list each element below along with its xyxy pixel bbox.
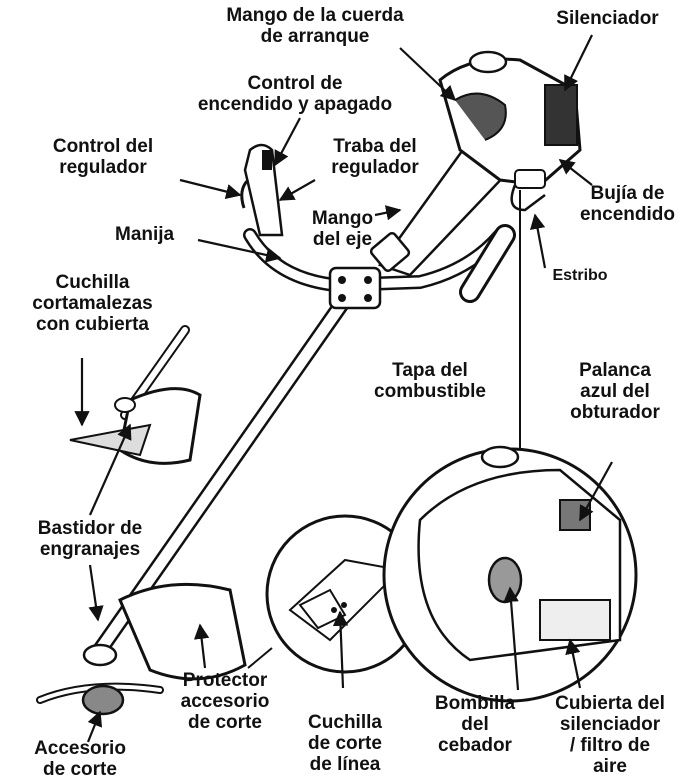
label-protector-line3: de corte: [188, 712, 262, 733]
label-cuchilla-cortamalezas-line2: cortamalezas: [32, 293, 153, 314]
label-mango-cuerda-line1: Mango de la cuerda: [226, 5, 404, 26]
label-cubierta: Cubierta del silenciador / filtro de air…: [540, 693, 680, 777]
label-cuchilla-linea-line2: de corte: [308, 733, 382, 754]
shaft-tube: [369, 138, 512, 277]
label-bastidor-line2: engranajes: [39, 539, 141, 560]
label-cuchilla-linea-line1: Cuchilla: [308, 712, 382, 733]
label-traba-regulador: Traba del regulador: [315, 136, 435, 178]
label-bombilla-line3: cebador: [438, 735, 512, 756]
label-bujia-line1: Bujía de: [590, 183, 665, 204]
label-bastidor-line1: Bastidor de: [37, 518, 143, 539]
label-accesorio-line2: de corte: [43, 759, 117, 780]
label-cuchilla-linea-line3: de línea: [309, 754, 381, 775]
label-protector-line1: Protector: [182, 670, 268, 691]
label-protector: Protector accesorio de corte: [170, 670, 280, 733]
label-bujia-line2: encendido: [579, 204, 675, 225]
label-palanca-obturador-line2: azul del: [580, 381, 650, 402]
label-cuchilla-linea: Cuchilla de corte de línea: [295, 712, 395, 775]
label-silenciador-line1: Silenciador: [556, 8, 659, 29]
label-bujia: Bujía de encendido: [575, 183, 680, 225]
label-bombilla: Bombilla del cebador: [420, 693, 530, 756]
label-cubierta-line4: aire: [593, 756, 627, 777]
label-bombilla-line2: del: [461, 714, 489, 735]
label-estribo: Estribo: [535, 265, 625, 286]
label-palanca-obturador-line1: Palanca: [579, 360, 651, 381]
label-control-encendido-line1: Control de: [247, 73, 343, 94]
engine-detail-inset: [382, 190, 638, 703]
label-accesorio-line1: Accesorio: [34, 738, 126, 759]
leader-arrows: [74, 34, 613, 743]
label-accesorio: Accesorio de corte: [10, 738, 150, 780]
label-mango-eje: Mango del eje: [300, 208, 385, 250]
label-mango-eje-line2: del eje: [312, 229, 373, 250]
label-traba-regulador-line2: regulador: [331, 157, 419, 178]
label-cubierta-line1: Cubierta del: [555, 693, 665, 714]
label-manija: Manija: [115, 224, 174, 245]
label-control-encendido: Control de encendido y apagado: [195, 73, 395, 115]
label-control-regulador-line1: Control del: [52, 136, 154, 157]
label-control-encendido-line2: encendido y apagado: [197, 94, 393, 115]
label-mango-cuerda: Mango de la cuerda de arranque: [190, 5, 440, 47]
label-palanca-obturador: Palanca azul del obturador: [555, 360, 675, 423]
brush-blade-inset: [69, 325, 202, 465]
label-bombilla-line1: Bombilla: [434, 693, 516, 714]
label-tapa-combustible-line1: Tapa del: [392, 360, 468, 381]
engine-top: [438, 50, 582, 212]
label-control-regulador: Control del regulador: [28, 136, 178, 178]
label-control-regulador-line2: regulador: [59, 157, 147, 178]
label-estribo-line1: Estribo: [552, 267, 608, 284]
label-cuchilla-cortamalezas-line1: Cuchilla: [55, 272, 130, 293]
label-manija-line1: Manija: [115, 224, 175, 245]
label-tapa-combustible-line2: combustible: [374, 381, 486, 402]
label-cuchilla-cortamalezas: Cuchilla cortamalezas con cubierta: [10, 272, 175, 335]
label-bastidor: Bastidor de engranajes: [5, 518, 175, 560]
label-traba-regulador-line1: Traba del: [333, 136, 417, 157]
label-tapa-combustible: Tapa del combustible: [365, 360, 495, 402]
label-mango-cuerda-line2: de arranque: [260, 26, 370, 47]
label-mango-eje-line1: Mango: [311, 208, 374, 229]
label-silenciador: Silenciador: [545, 8, 670, 29]
label-palanca-obturador-line3: obturador: [570, 402, 660, 423]
label-protector-line2: accesorio: [180, 691, 270, 712]
label-cubierta-line2: silenciador: [559, 714, 661, 735]
cutting-head: [36, 582, 247, 716]
label-cuchilla-cortamalezas-line3: con cubierta: [36, 314, 149, 335]
label-cubierta-line3: / filtro de: [569, 735, 651, 756]
